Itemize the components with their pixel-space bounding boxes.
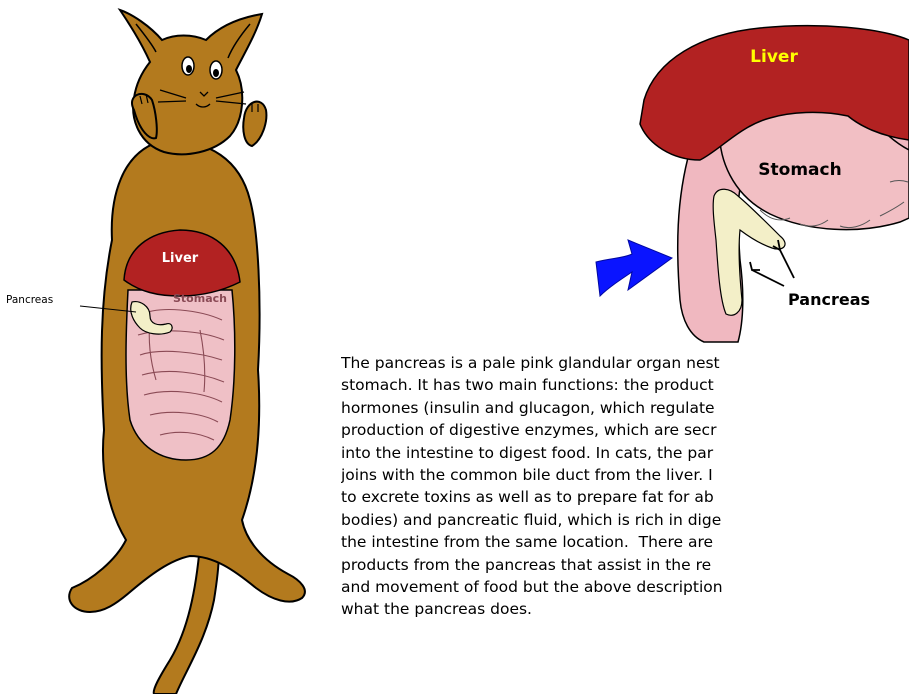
description-line: what the pancreas does. (341, 598, 909, 620)
description-line: the intestine from the same location. Th… (341, 531, 909, 553)
description-line: The pancreas is a pale pink glandular or… (341, 352, 909, 374)
blue-arrow (596, 240, 672, 296)
description-line: and movement of food but the above descr… (341, 576, 909, 598)
organ-stomach-label: Stomach (758, 160, 841, 180)
pancreas-description: The pancreas is a pale pink glandular or… (341, 352, 909, 694)
organ-diagram: Liver Stomach Pancreas (0, 0, 909, 360)
description-line: into the intestine to digest food. In ca… (341, 442, 909, 464)
description-line: to excrete toxins as well as to prepare … (341, 486, 909, 508)
description-line: stomach. It has two main functions: the … (341, 374, 909, 396)
description-line: joins with the common bile duct from the… (341, 464, 909, 486)
description-line: products from the pancreas that assist i… (341, 554, 909, 576)
organ-liver-label: Liver (750, 47, 798, 67)
description-line: production of digestive enzymes, which a… (341, 419, 909, 441)
description-line: bodies) and pancreatic fluid, which is r… (341, 509, 909, 531)
description-line: hormones (insulin and glucagon, which re… (341, 397, 909, 419)
organ-pancreas-label: Pancreas (788, 290, 870, 309)
